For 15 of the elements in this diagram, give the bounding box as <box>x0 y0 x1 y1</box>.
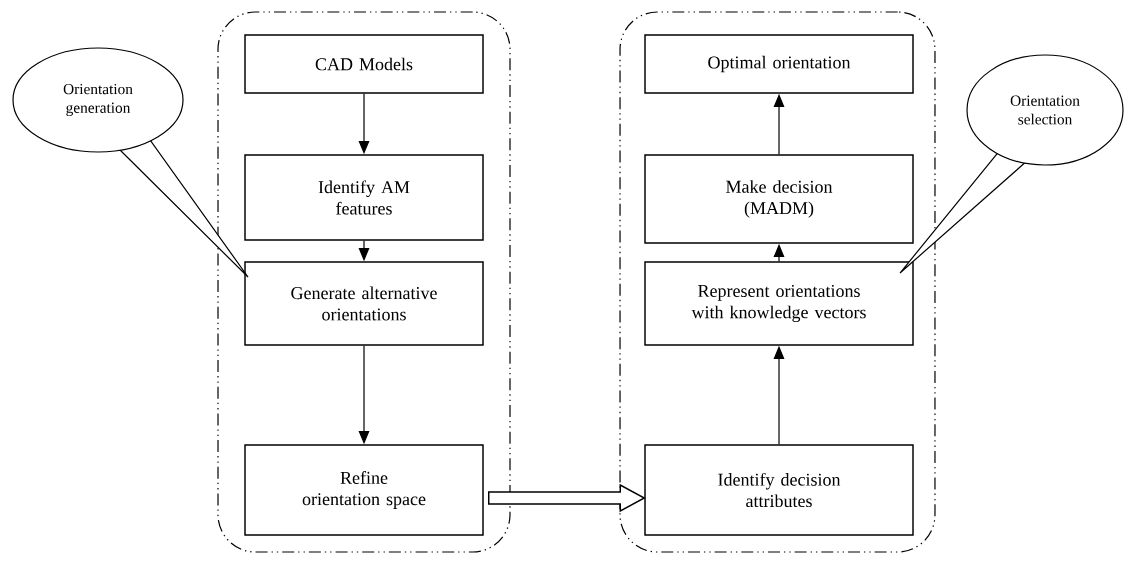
process-box: Identify decision attributes <box>644 444 914 536</box>
node-label: Orientation generation <box>63 83 133 117</box>
process-box: Make decision (MADM) <box>644 154 914 244</box>
node-label: Orientation selection <box>1010 95 1080 125</box>
process-box: Identify AM features <box>244 154 484 241</box>
process-box: Refine orientation space <box>244 444 484 536</box>
speech-bubble: Orientation generation <box>12 47 249 278</box>
process-box: CAD Models <box>244 34 484 94</box>
process-box: Represent orientations with knowledge vectors <box>644 261 914 346</box>
group-frame <box>217 11 511 553</box>
block-arrow <box>488 483 646 513</box>
process-box: Generate alternative orientations <box>244 261 484 346</box>
process-box: Optimal orientation <box>644 34 914 94</box>
speech-bubble: Orientation selection <box>899 54 1124 274</box>
group-frame <box>619 11 936 553</box>
